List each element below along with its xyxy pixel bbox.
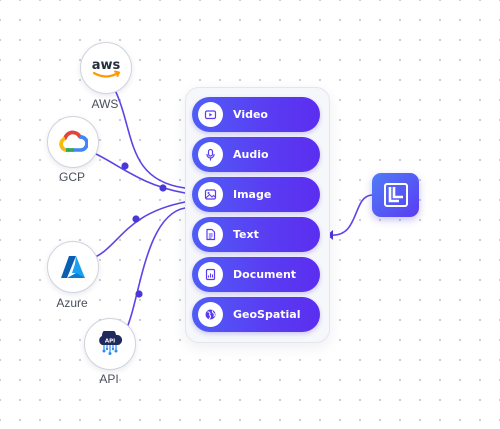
wire-aws bbox=[113, 87, 186, 189]
azure-node[interactable] bbox=[47, 241, 99, 293]
node-dot-azure bbox=[132, 215, 140, 223]
data-type-label: GeoSpatial bbox=[233, 308, 301, 321]
api-node[interactable]: API bbox=[84, 318, 136, 370]
node-dot-gcp bbox=[121, 162, 129, 170]
image-icon bbox=[198, 182, 223, 207]
data-type-document[interactable]: Document bbox=[192, 257, 320, 292]
node-dot-api bbox=[135, 290, 143, 298]
data-type-label: Video bbox=[233, 108, 268, 121]
data-type-image[interactable]: Image bbox=[192, 177, 320, 212]
data-type-label: Audio bbox=[233, 148, 269, 161]
data-type-geospatial[interactable]: GeoSpatial bbox=[192, 297, 320, 332]
aws-logo-text: aws bbox=[92, 58, 121, 73]
azure-label: Azure bbox=[56, 296, 88, 310]
aws-logo-icon: aws bbox=[92, 58, 121, 78]
data-type-audio[interactable]: Audio bbox=[192, 137, 320, 172]
data-type-text[interactable]: Text bbox=[192, 217, 320, 252]
text-document-icon bbox=[198, 222, 223, 247]
video-icon bbox=[198, 102, 223, 127]
wire-out bbox=[329, 194, 373, 236]
gcp-label: GCP bbox=[58, 170, 85, 184]
gcp-node[interactable] bbox=[47, 116, 99, 168]
output-arrowhead bbox=[327, 230, 333, 240]
globe-icon bbox=[198, 302, 223, 327]
wire-gcp bbox=[91, 151, 186, 194]
microphone-icon bbox=[198, 142, 223, 167]
data-type-label: Document bbox=[233, 268, 297, 281]
data-type-video[interactable]: Video bbox=[192, 97, 320, 132]
google-cloud-icon bbox=[59, 130, 88, 152]
node-dot-aws bbox=[159, 184, 167, 192]
target-node[interactable] bbox=[372, 173, 419, 217]
api-cloud-icon: API bbox=[99, 331, 123, 355]
aws-node[interactable]: aws bbox=[80, 42, 132, 94]
aws-label: AWS bbox=[91, 97, 119, 111]
wire-azure bbox=[87, 201, 186, 261]
api-label: API bbox=[99, 372, 119, 386]
labellerr-logo-icon bbox=[383, 183, 408, 207]
wire-api bbox=[125, 207, 186, 331]
document-icon bbox=[198, 262, 223, 287]
data-type-label: Text bbox=[233, 228, 259, 241]
azure-icon bbox=[61, 256, 85, 278]
data-type-label: Image bbox=[233, 188, 272, 201]
api-logo-text: API bbox=[105, 339, 115, 345]
